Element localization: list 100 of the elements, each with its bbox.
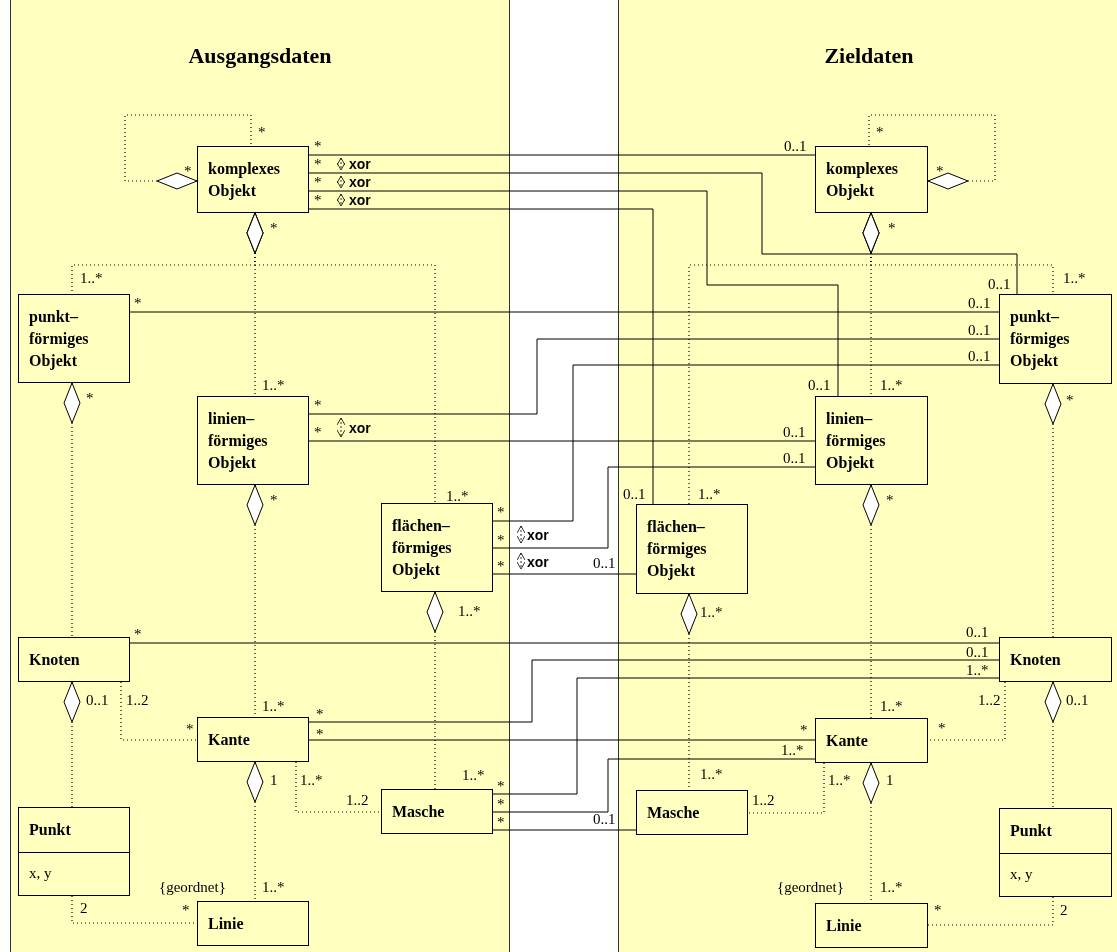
aggregation-line [868,114,996,190]
class-name: Linie [208,913,245,934]
multiplicity-label: 2 [1060,902,1068,918]
association-line [927,896,1054,926]
multiplicity-label: 1..* [880,879,903,895]
multiplicity-label: 1..2 [346,792,369,808]
class-box [197,717,309,762]
multiplicity-label: 1..* [781,742,804,758]
multiplicity-label: 0..1 [968,295,991,311]
aggregation-line [1044,681,1062,809]
multiplicity-label: 0..1 [966,644,989,660]
multiplicity-label: 0..1 [808,377,831,393]
package-title: Zieldaten [824,43,914,69]
multiplicity-label: 0..1 [783,424,806,440]
association-line [492,758,816,813]
association-line [308,190,839,397]
multiplicity-label: * [316,706,324,722]
package-frame [618,0,1117,952]
multiplicity-label: * [134,626,142,642]
class-name: flächen– förmiges Objekt [392,515,453,581]
multiplicity-label: * [86,390,94,406]
multiplicity-label: * [938,720,946,736]
multiplicity-label: 0..1 [784,138,807,154]
association-line [747,762,825,814]
association-line [129,311,1000,313]
class-name: linien– förmiges Objekt [208,408,269,474]
class-name: Masche [647,802,701,823]
multiplicity-label: * [1066,392,1074,408]
multiplicity-label: * [876,124,884,140]
multiplicity-label: * [314,192,322,208]
class-name: flächen– förmiges Objekt [647,517,708,582]
class-box [381,789,493,834]
constraint-label: xor [349,192,371,208]
aggregation-line [63,382,81,638]
class-name: Linie [826,915,863,936]
class-name: komplexes Objekt [208,158,281,202]
association-line [295,761,382,813]
multiplicity-label: * [270,492,278,508]
association-line [308,338,1000,415]
aggregation-line [124,114,252,190]
multiplicity-label: 0..1 [623,486,646,502]
aggregation-line [426,591,444,790]
aggregation-line [246,761,264,902]
multiplicity-label: 0..1 [783,450,806,466]
association-line [308,739,816,741]
class-name: Masche [392,801,446,822]
multiplicity-label: 0..1 [1066,692,1089,708]
class-name: punkt– förmiges Objekt [1010,307,1071,372]
multiplicity-label: 1..* [462,767,485,783]
multiplicity-label: 1..* [262,698,285,714]
class-box [999,808,1112,897]
class-box [381,503,493,592]
multiplicity-label: * [934,902,942,918]
association-line [492,829,637,831]
class-name: Knoten [1010,649,1062,670]
package-frame [10,0,510,952]
aggregation-line [862,484,880,719]
multiplicity-label: 0..1 [988,276,1011,292]
constraint-label: {geordnet} [158,879,227,895]
multiplicity-label: * [886,492,894,508]
multiplicity-label: * [314,397,322,413]
multiplicity-label: 1..2 [752,792,775,808]
multiplicity-label: * [134,295,142,311]
association-line [129,642,1000,644]
association-line [927,681,1006,741]
class-box [197,901,309,946]
association-line [492,573,637,575]
multiplicity-label: 1 [886,772,894,788]
class-name: Punkt [29,820,71,840]
association-line [308,440,816,442]
multiplicity-label: * [314,138,322,154]
attribute-text: x, y [1009,865,1034,884]
class-name: Kante [208,729,251,750]
class-name: Kante [826,730,869,751]
multiplicity-label: 1..* [1063,270,1086,286]
multiplicity-label: 1..* [262,879,285,895]
multiplicity-label: 1..* [828,772,851,788]
class-name: Knoten [29,649,81,670]
association-line [308,172,1018,295]
class-box [18,294,130,383]
association-line [308,208,654,505]
multiplicity-label: * [314,174,322,190]
multiplicity-label: * [316,726,324,742]
multiplicity-label: 1..* [446,488,469,504]
multiplicity-label: 1..* [262,377,285,393]
association-line [308,154,816,156]
multiplicity-label: * [497,796,505,812]
multiplicity-label: 0..1 [86,692,109,708]
multiplicity-label: * [497,778,505,794]
constraint-label: xor [349,174,371,190]
association-line [308,659,1000,723]
multiplicity-label: * [184,163,192,179]
multiplicity-label: 1..* [966,662,989,678]
class-box [815,718,928,763]
multiplicity-label: * [888,220,896,236]
class-name: komplexes Objekt [826,158,899,202]
multiplicity-label: 1..* [700,604,723,620]
multiplicity-label: * [186,721,194,737]
multiplicity-label: * [270,220,278,236]
multiplicity-label: * [497,814,505,830]
